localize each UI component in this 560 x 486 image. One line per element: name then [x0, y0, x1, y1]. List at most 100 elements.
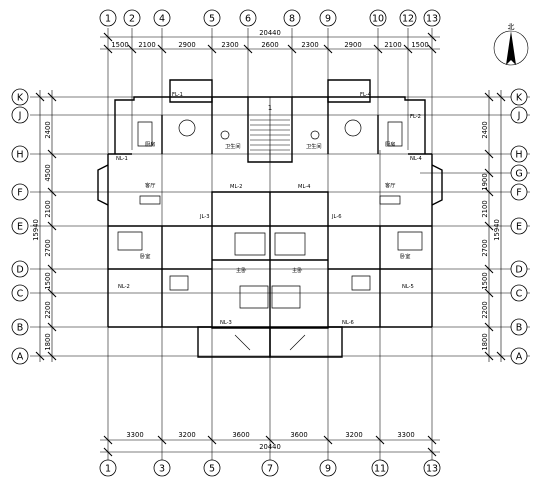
- axis-label-right: K: [516, 93, 523, 104]
- dim-right: 1900: [481, 173, 489, 190]
- axis-label-left: D: [16, 265, 23, 276]
- axis-label-top: 1: [105, 14, 111, 25]
- axis-label-left: H: [16, 150, 23, 161]
- axis-label-top: 9: [325, 14, 331, 25]
- dim-top: 2100: [384, 41, 401, 49]
- axis-label-right: E: [516, 222, 522, 233]
- dim-top: 2100: [138, 41, 155, 49]
- dim-right: 2100: [481, 200, 489, 217]
- dim-bottom: 3300: [397, 431, 414, 439]
- dim-bottom-total: 20440: [259, 443, 281, 451]
- dim-left-total: 15940: [32, 219, 40, 241]
- dim-right-total: 15940: [493, 219, 501, 241]
- axis-label-right: A: [516, 352, 523, 363]
- north-arrow: 北: [494, 23, 528, 65]
- axis-label-left: B: [17, 323, 24, 334]
- dim-top: 2900: [344, 41, 361, 49]
- axis-label-top: 12: [402, 14, 414, 25]
- dim-bottom: 3200: [345, 431, 362, 439]
- dim-bottom: 3200: [178, 431, 195, 439]
- dim-top: 1500: [411, 41, 428, 49]
- room-label: 客厅: [385, 181, 395, 189]
- grid-lines: [30, 28, 530, 462]
- axis-label-right: J: [517, 111, 521, 122]
- axis-label-top: 10: [372, 14, 384, 25]
- dim-top: 2300: [221, 41, 238, 49]
- axis-label-left: A: [17, 352, 24, 363]
- stair-label: 1: [268, 104, 272, 112]
- axis-label-bottom: 3: [159, 464, 165, 475]
- window-label: FL-2: [410, 114, 421, 120]
- axis-label-top: 8: [289, 14, 295, 25]
- axis-label-left: F: [17, 188, 22, 199]
- top-axis-bubbles: 1 2 4 5 6 8 9 10 12 13: [100, 10, 440, 26]
- building-walls: [97, 80, 443, 357]
- north-arrow-icon: [506, 31, 516, 65]
- axis-label-bottom: 1: [105, 464, 111, 475]
- dim-left: 1500: [44, 272, 52, 289]
- room-label: 主卧: [236, 266, 246, 274]
- window-label: JL-3: [199, 214, 210, 220]
- left-axis-bubbles: K J H F E D C B A: [12, 89, 28, 364]
- dim-left: 2400: [44, 121, 52, 138]
- dim-top: 2300: [301, 41, 318, 49]
- window-label: FL-1: [172, 92, 183, 98]
- axis-label-right: B: [516, 323, 523, 334]
- room-label: 卫生间: [306, 142, 322, 150]
- axis-label-top: 13: [426, 14, 438, 25]
- window-label: JL-6: [331, 214, 342, 220]
- room-label: 卧室: [140, 252, 150, 260]
- axis-label-right: G: [515, 169, 522, 180]
- axis-label-top: 4: [159, 14, 165, 25]
- window-label: NL-5: [402, 284, 414, 290]
- window-label: ML-4: [298, 184, 311, 190]
- right-dimension-chain: 2400 1900 2100 2700 1500 2200 1800 15940: [481, 90, 505, 362]
- axis-label-top: 2: [129, 14, 135, 25]
- top-dimension-chain: 20440 1500 2100 2900 2300 2600 2300 2900…: [100, 29, 440, 53]
- axis-label-left: E: [17, 222, 23, 233]
- dim-top: 2900: [178, 41, 195, 49]
- dim-right: 2400: [481, 121, 489, 138]
- right-axis-bubbles: K J H G F E D C B A: [511, 89, 527, 364]
- room-label: 卫生间: [225, 142, 241, 150]
- dim-bottom: 3300: [126, 431, 143, 439]
- window-label: NL-1: [116, 156, 128, 162]
- window-label: ML-2: [230, 184, 242, 190]
- axis-label-left: K: [17, 93, 24, 104]
- window-labels: FL-1 FL-4 FL-2 NL-1 NL-2 NL-3 NL-4 NL-5 …: [116, 92, 423, 326]
- room-label: 卧室: [400, 252, 410, 260]
- axis-label-right: F: [516, 188, 521, 199]
- room-labels: 厨房 厨房 客厅 客厅 卧室 卧室 主卧 主卧 卫生间 卫生间 1: [140, 104, 410, 274]
- axis-label-top: 6: [245, 14, 251, 25]
- north-label: 北: [508, 23, 515, 31]
- dim-top: 1500: [111, 41, 128, 49]
- dim-top: 2600: [261, 41, 278, 49]
- axis-label-bottom: 7: [267, 464, 273, 475]
- window-label: NL-6: [342, 320, 354, 326]
- axis-label-left: J: [18, 111, 22, 122]
- window-label: NL-2: [118, 284, 130, 290]
- dim-top-total: 20440: [259, 29, 281, 37]
- dim-right: 2700: [481, 239, 489, 256]
- window-label: NL-4: [410, 156, 423, 162]
- dim-right: 1800: [481, 333, 489, 350]
- axis-label-right: C: [516, 289, 523, 300]
- bottom-dimension-chain: 3300 3200 3600 3600 3200 3300 20440: [100, 431, 440, 456]
- dim-bottom: 3600: [290, 431, 307, 439]
- dim-right: 1500: [481, 272, 489, 289]
- axis-label-bottom: 13: [426, 464, 438, 475]
- room-label: 厨房: [145, 140, 155, 148]
- axis-label-right: H: [515, 150, 522, 161]
- axis-label-right: D: [515, 265, 522, 276]
- axis-label-left: C: [17, 289, 24, 300]
- bottom-axis-bubbles: 1 3 5 7 9 11 13: [100, 460, 440, 476]
- dim-bottom: 3600: [232, 431, 249, 439]
- room-label: 厨房: [385, 140, 395, 148]
- axis-label-top: 5: [209, 14, 215, 25]
- dim-left: 1800: [44, 333, 52, 350]
- dim-left: 2200: [44, 301, 52, 318]
- dim-right: 2200: [481, 301, 489, 318]
- dim-left: 2700: [44, 239, 52, 256]
- room-label: 客厅: [145, 181, 155, 189]
- left-dimension-chain: 15940 2400 4500 2100 2700 1500 2200 1800: [32, 90, 56, 362]
